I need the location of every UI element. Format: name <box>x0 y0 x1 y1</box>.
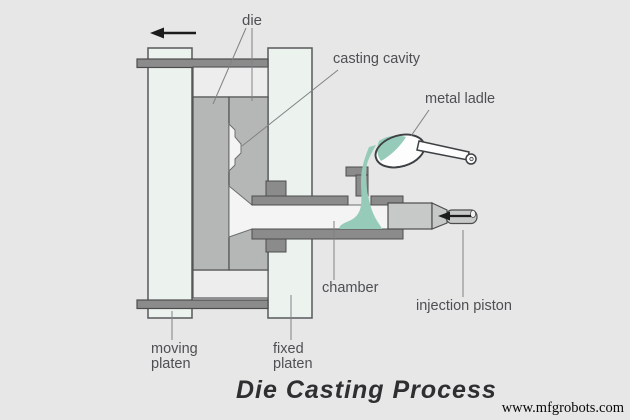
moving-platen-shape <box>147 47 193 319</box>
diagram-title: Die Casting Process <box>236 376 497 404</box>
bottom-tie-bar-shape <box>136 299 269 310</box>
fixed-die-half-shape <box>228 96 269 271</box>
sleeve-top-flange-shape <box>265 180 287 197</box>
casting-cavity-shape <box>228 122 242 173</box>
label-casting-cavity: casting cavity <box>333 51 421 67</box>
watermark-url: www.mfgrobots.com <box>501 400 624 416</box>
clamp-open-arrow-icon <box>150 27 196 39</box>
metal-ladle-leader <box>410 109 430 137</box>
injection-direction-arrow-icon <box>438 211 471 221</box>
label-fixed-platen-line1: fixed <box>273 341 304 357</box>
sleeve-bottom-wall-shape <box>251 228 404 240</box>
top-tie-bar-shape <box>136 58 269 69</box>
label-die: die <box>242 12 263 29</box>
piston-rod-highlight <box>469 209 476 218</box>
die-leader-left <box>212 27 247 105</box>
metal-ladle-icon <box>374 133 477 169</box>
label-moving-platen-line2: platen <box>151 356 191 372</box>
casting-cavity-leader <box>241 69 339 147</box>
sleeve-bottom-flange-shape <box>265 238 287 253</box>
die-bottom-plate-shape <box>192 269 269 299</box>
molten-metal-stream <box>339 145 382 229</box>
piston-body-shape <box>387 202 433 230</box>
label-chamber: chamber <box>322 280 379 296</box>
label-injection-piston: injection piston <box>416 298 512 314</box>
label-fixed-platen-line2: platen <box>273 356 313 372</box>
sleeve-top-wall-left-shape <box>251 195 349 206</box>
die-top-plate-shape <box>192 66 269 98</box>
label-moving-platen: moving platen <box>151 342 198 372</box>
ladle-handle <box>416 140 470 161</box>
label-metal-ladle: metal ladle <box>425 91 496 107</box>
leader-lines <box>171 27 464 340</box>
sleeve-top-wall-right-shape <box>370 195 404 206</box>
label-fixed-platen: fixed platen <box>273 342 313 372</box>
moving-die-half-shape <box>192 96 230 271</box>
label-moving-platen-line1: moving <box>151 341 198 357</box>
